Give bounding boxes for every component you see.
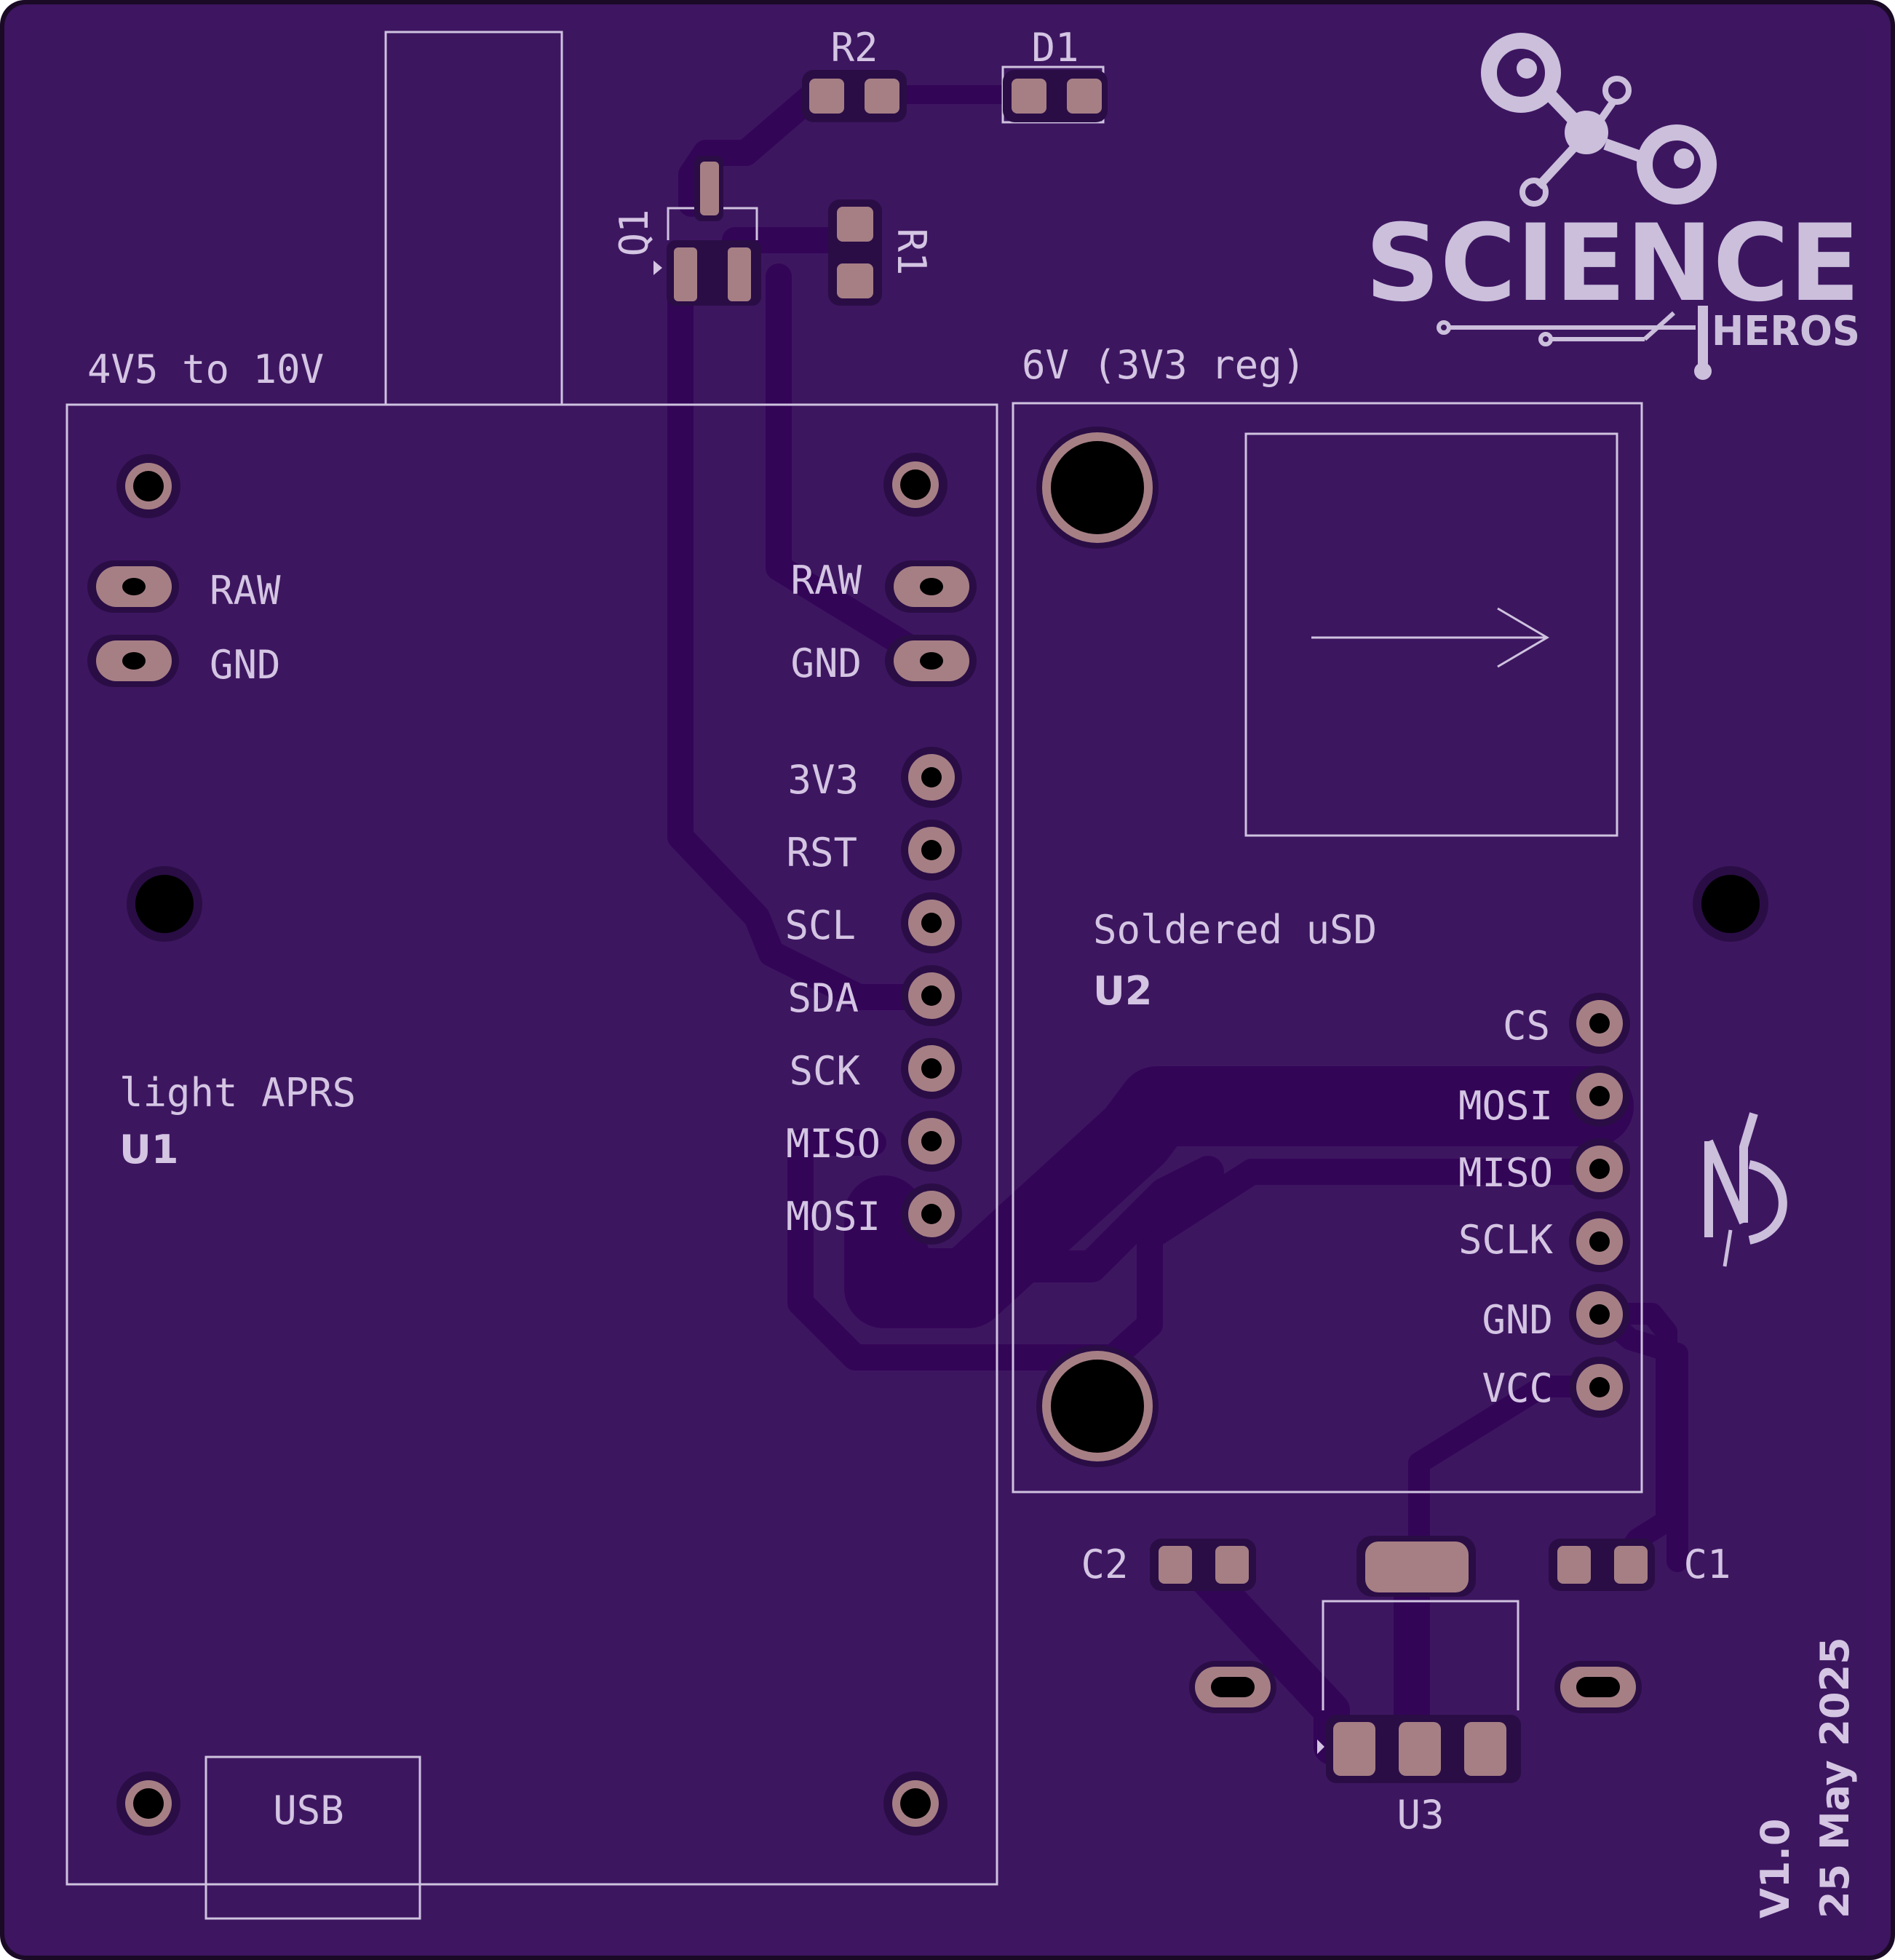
circuit-traces-icon: [1437, 306, 1712, 380]
molecule-icon: [1481, 33, 1717, 207]
u1-pin-miso: MISO: [786, 1121, 881, 1167]
smd-pads: [667, 70, 1655, 1783]
c2-label: C2: [1081, 1542, 1128, 1587]
version-date: 25 May 2025: [1812, 1637, 1858, 1919]
u2-pin-cs: CS: [1503, 1003, 1550, 1049]
board-mounting-holes: [127, 426, 1768, 1467]
silkscreen-outlines: [65, 31, 1643, 1920]
u3-label: U3: [1397, 1792, 1444, 1838]
c1-label: C1: [1683, 1542, 1731, 1587]
u1-header-pads: [901, 747, 962, 1245]
logo-sub: HEROS: [1712, 308, 1860, 355]
maker-logo-icon: [1704, 1112, 1787, 1267]
u2-pin-mosi: MOSI: [1458, 1083, 1553, 1129]
u1-pin-scl: SCL: [784, 902, 856, 948]
u1-right-pin-gnd: GND: [790, 640, 862, 686]
u1-right-power-pads: [885, 560, 977, 687]
r2-label: R2: [830, 25, 878, 71]
version-rev: V1.0: [1752, 1819, 1798, 1919]
q1-label: Q1: [611, 209, 657, 256]
u2-pin-vcc: VCC: [1482, 1365, 1553, 1411]
u2-supply-label: 6V (3V3 reg): [1022, 342, 1306, 388]
u2-pin-gnd: GND: [1482, 1297, 1553, 1343]
logo-word: SCIENCE: [1365, 202, 1860, 325]
u1-left-pin-gnd: GND: [210, 642, 281, 688]
u1-mounting-holes: [116, 453, 948, 1836]
u2-name: Soldered uSD: [1093, 907, 1377, 953]
u1-ref: U1: [119, 1127, 178, 1173]
u1-pin-3v3: 3V3: [787, 757, 859, 803]
component-labels: 4V5 to 10V 6V (3V3 reg) RAW GND RAW GND …: [87, 25, 1858, 1919]
u2-pin-sclk: SCLK: [1458, 1217, 1554, 1263]
u1-right-pin-raw: RAW: [790, 558, 862, 603]
u1-pin-mosi: MOSI: [786, 1194, 881, 1239]
science-heros-logo: SCIENCE HEROS: [1365, 33, 1860, 380]
u1-pin-sda: SDA: [787, 975, 859, 1021]
u1-usb-label: USB: [273, 1788, 344, 1833]
u2-header-pads: [1569, 993, 1630, 1418]
u1-left-power-pads: [87, 560, 179, 687]
r1-label: R1: [889, 228, 934, 275]
u2-ref: U2: [1093, 968, 1152, 1014]
u1-supply-label: 4V5 to 10V: [87, 346, 324, 392]
u1-pin-rst: RST: [786, 830, 857, 876]
u1-pin-sck: SCK: [789, 1048, 860, 1094]
d1-label: D1: [1031, 25, 1078, 71]
u1-name: light APRS: [119, 1070, 356, 1116]
u2-pin-miso: MISO: [1458, 1150, 1553, 1196]
u1-left-pin-raw: RAW: [210, 568, 281, 614]
